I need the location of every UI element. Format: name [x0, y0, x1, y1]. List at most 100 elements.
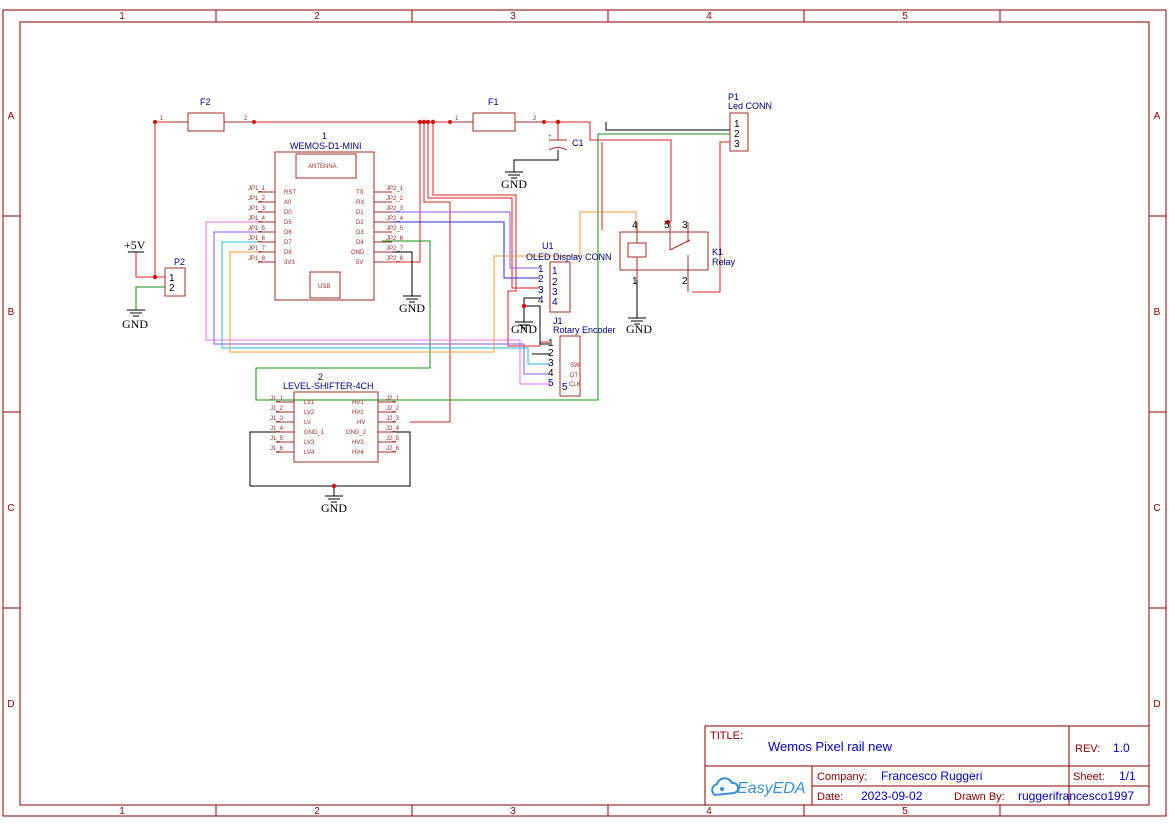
encoder-pin-1: 1 [548, 338, 554, 349]
gnd-symbol-shifter: GND [321, 495, 347, 515]
capacitor-c1-ref: C1 [572, 138, 584, 148]
rotary-encoder-j1[interactable]: J1 Rotary Encoder 1 2 3 4 5 5 SW DT CLK [548, 316, 616, 397]
shifter-right-pin-3: HV [357, 420, 365, 426]
oled-inner-2: 2 [552, 277, 558, 288]
encoder-inner-sw: SW [570, 363, 580, 369]
wemos-left-id-1: JP1_1 [248, 186, 266, 192]
wemos-left-pin-8: 3V3 [284, 260, 295, 266]
capacitor-c1[interactable]: + C1 [548, 134, 584, 151]
row-label-right-d: D [1153, 699, 1160, 710]
col-label-bottom-4: 4 [706, 806, 712, 817]
fuse-f1-ref: F1 [488, 97, 499, 107]
junctions [152, 119, 670, 489]
wemos-left-pin-3: D0 [284, 210, 292, 216]
date-value: 2023-09-02 [861, 789, 923, 803]
led-connector-name: Led CONN [728, 101, 772, 111]
shifter-left-pin-1: LV1 [304, 400, 315, 406]
relay-pin-3: 3 [682, 220, 688, 231]
oled-ref: U1 [542, 241, 554, 251]
shifter-left-id-1: J1_1 [270, 396, 284, 402]
wemos-left-id-4: JP1_4 [248, 216, 266, 222]
encoder-pin-5: 5 [548, 378, 554, 389]
shifter-left-id-2: J1_2 [270, 406, 284, 412]
gnd-symbol-wemos: GND [399, 295, 425, 315]
shifter-name: LEVEL-SHIFTER-4CH [283, 381, 374, 391]
oled-pin-1: 1 [538, 264, 544, 275]
fuse-f2[interactable]: F2 1 2 [160, 97, 254, 132]
row-label-right-c: C [1153, 503, 1160, 514]
col-label-bottom-1: 1 [119, 806, 125, 817]
wemos-num: 1 [322, 131, 327, 141]
wemos-left-pin-6: D7 [284, 240, 292, 246]
wemos-left-pin-7: D8 [284, 250, 292, 256]
power-connector-pin-2: 2 [169, 283, 175, 294]
wemos-name: WEMOS-D1-MINI [290, 141, 362, 151]
led-connector-pin-2: 2 [734, 129, 740, 140]
wemos-right-id-8: JP2_8 [386, 256, 404, 262]
col-label-top-1: 1 [119, 11, 125, 22]
wemos-left-pin-4: D5 [284, 220, 292, 226]
wemos-left-pin-2: A0 [284, 200, 292, 206]
shifter-left-pin-3: LV [304, 420, 311, 426]
oled-pin-2: 2 [538, 274, 544, 285]
led-connector-pin-1: 1 [734, 119, 740, 130]
wemos-right-id-2: JP2_2 [386, 196, 404, 202]
wemos-right-pin-5: D3 [356, 230, 364, 236]
encoder-inner-clk: CLK [569, 382, 581, 388]
fuse-f1[interactable]: F1 1 2 [450, 97, 544, 132]
row-label-right-a: A [1154, 111, 1161, 122]
oled-inner-3: 3 [552, 287, 558, 298]
title-value: Wemos Pixel rail new [768, 739, 893, 754]
led-connector-ref: P1 [728, 92, 739, 102]
relay-k1[interactable]: 4 5 3 1 2 K1 Relay [619, 220, 736, 292]
fuse-f1-pin1: 1 [455, 116, 459, 122]
level-shifter-4ch[interactable]: 2 LEVEL-SHIFTER-4CH J1_1 J1_2 J1_3 J1_4 … [270, 372, 400, 463]
shifter-right-pin-1: HV1 [352, 400, 364, 406]
wemos-right-pin-6: D4 [356, 240, 364, 246]
shifter-right-pin-5: HV3 [352, 440, 364, 446]
relay-pin-2: 2 [682, 276, 688, 287]
led-connector-p1[interactable]: P1 Led CONN 1 2 3 [728, 92, 772, 152]
fuse-f1-pin2: 2 [533, 116, 537, 122]
fuse-f2-pin1: 1 [160, 116, 164, 122]
shifter-right-id-1: J2_1 [386, 396, 400, 402]
wemos-left-id-7: JP1_7 [248, 246, 266, 252]
wemos-right-id-6: JP2_6 [386, 236, 404, 242]
company-value: Francesco Ruggeri [881, 769, 982, 783]
col-label-top-3: 3 [510, 11, 516, 22]
wemos-right-id-1: JP2_1 [386, 186, 404, 192]
wemos-right-pin-1: TX [356, 190, 364, 196]
fuse-f2-pin2: 2 [244, 116, 248, 122]
oled-inner-4: 4 [552, 297, 558, 308]
col-label-top-5: 5 [902, 11, 908, 22]
power-connector-p2[interactable]: P2 1 2 [164, 257, 186, 297]
oled-display-connector-u1[interactable]: U1 OLED Display CONN 1 2 3 4 1 2 3 4 [526, 241, 612, 313]
wemos-right-pin-2: RX [356, 200, 364, 206]
wemos-right-id-7: JP2_7 [386, 246, 404, 252]
rev-value: 1.0 [1113, 741, 1130, 755]
title-block: TITLE: Wemos Pixel rail new REV: 1.0 Com… [704, 725, 1150, 806]
oled-inner-1: 1 [552, 266, 558, 277]
shifter-num: 2 [318, 372, 323, 382]
shifter-right-id-6: J2_6 [386, 446, 400, 452]
encoder-ref: J1 [553, 316, 563, 326]
relay-pin-1: 1 [632, 276, 638, 287]
sheet-value: 1/1 [1119, 769, 1136, 783]
row-label-left-c: C [7, 503, 14, 514]
col-label-top-4: 4 [706, 11, 712, 22]
shifter-right-pins: HV1 HV2 HV GND_2 HV3 HV4 J2_1 J2_2 J2_3 … [346, 396, 400, 456]
wemos-d1-mini[interactable]: 1 WEMOS-D1-MINI ANTENNA USB JP1_1 JP1_2 … [248, 131, 404, 301]
shifter-right-pin-2: HV2 [352, 410, 364, 416]
encoder-pin-3: 3 [548, 358, 554, 369]
wemos-usb: USB [318, 284, 330, 290]
oled-name: OLED Display CONN [526, 252, 612, 262]
vcc-label: +5V [124, 238, 146, 252]
shifter-left-pin-5: LV3 [304, 440, 315, 446]
wemos-left-pins: JP1_1 JP1_2 JP1_3 JP1_4 JP1_5 JP1_6 JP1_… [248, 186, 296, 266]
gnd-label-relay: GND [626, 322, 652, 336]
shifter-left-id-3: J1_3 [270, 416, 284, 422]
col-label-bottom-5: 5 [902, 806, 908, 817]
drawn-by-value: ruggerifrancesco1997 [1018, 789, 1134, 803]
wemos-right-pin-7: GND [351, 250, 365, 256]
shifter-right-id-2: J2_2 [386, 406, 400, 412]
